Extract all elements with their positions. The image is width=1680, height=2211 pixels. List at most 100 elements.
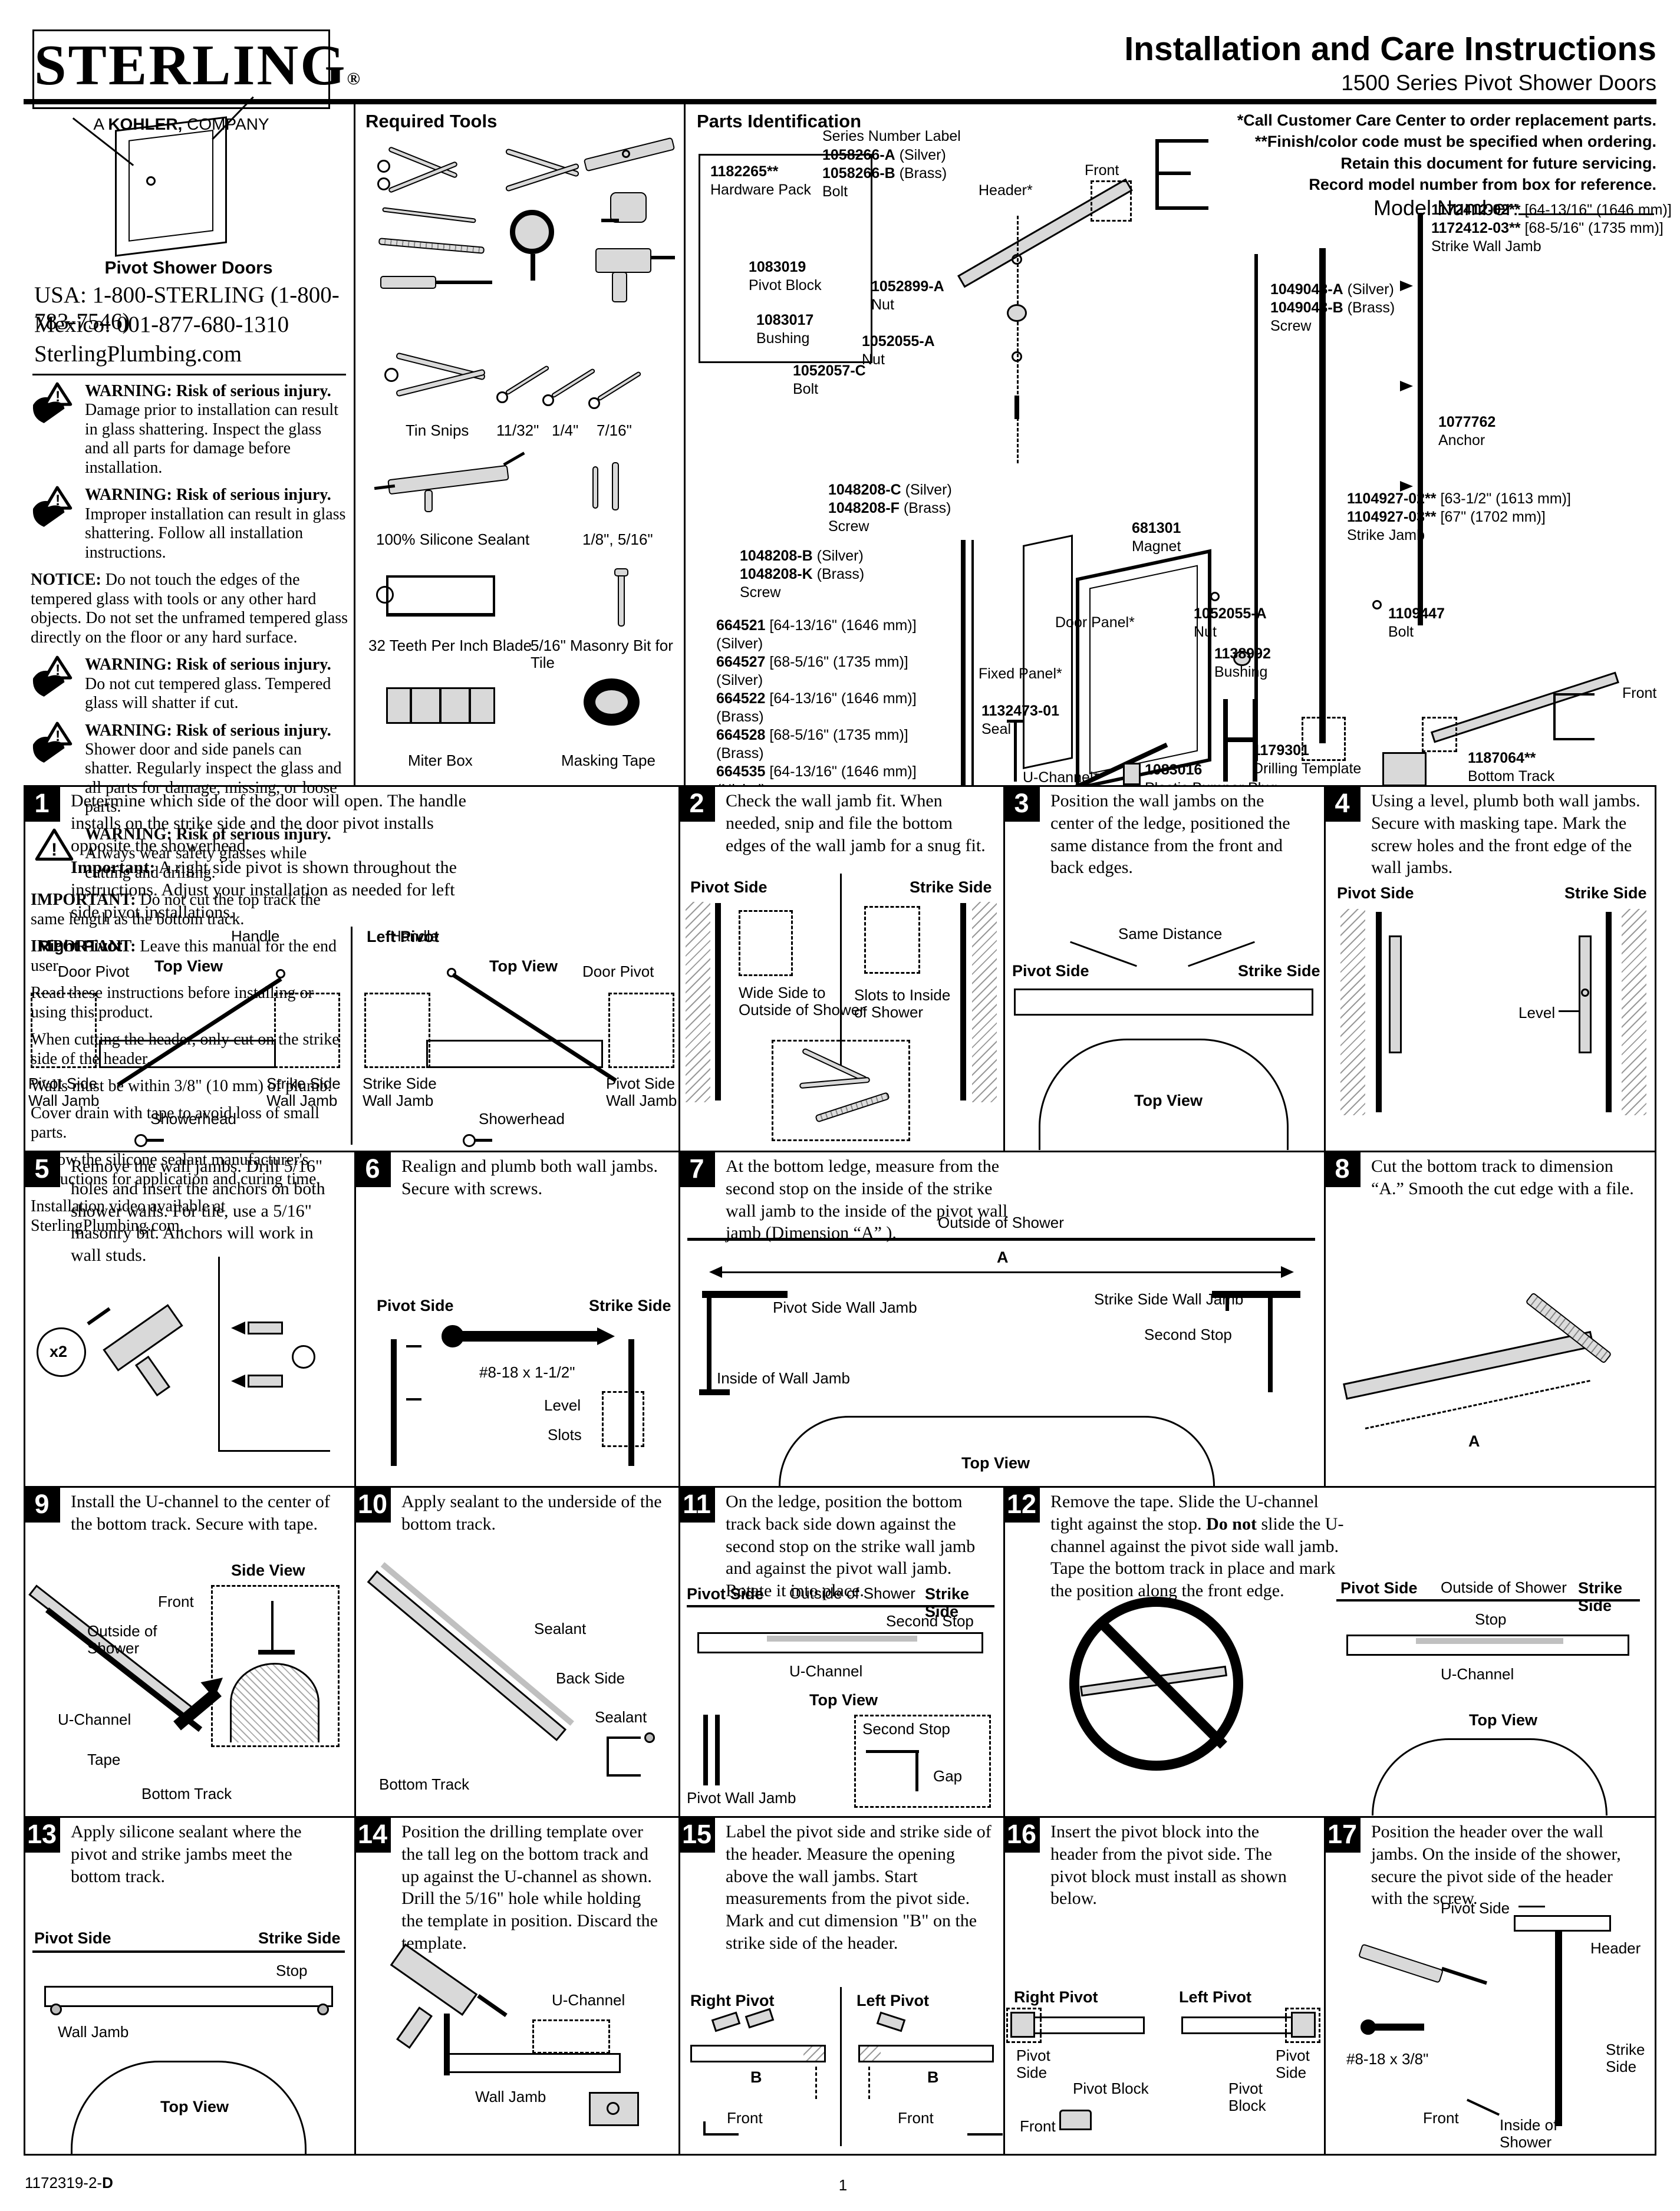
header-profile-art [1155, 139, 1208, 143]
header-profile-art [1155, 206, 1208, 210]
parts-title: Parts Identification [697, 111, 862, 131]
step-15-cell: 15 Label the pivot side and strike side … [678, 1816, 1003, 2156]
fig-label: Stop [1475, 1610, 1507, 1628]
jamb-art [703, 1715, 708, 1785]
jamb-callout [602, 1391, 644, 1447]
jamb-profile-art [702, 1291, 788, 1298]
side-view-callout [211, 1585, 340, 1747]
u-channel-art [1223, 737, 1257, 742]
fig-label: Pivot Side Wall Jamb [606, 1075, 677, 1110]
pencil-icon [382, 207, 476, 223]
fig-label: Front [158, 1593, 194, 1610]
step-text: Label the pivot side and strike side of … [726, 1822, 991, 1953]
second-stop-art [1226, 1298, 1229, 1311]
fig-label: Front [1020, 2117, 1056, 2135]
fig-label: Left Pivot [857, 1992, 930, 2009]
part-label: Header* [979, 182, 1033, 199]
fig-label: Tape [87, 1751, 121, 1768]
fig-label: Bottom Track [141, 1785, 232, 1803]
warning-block: ! WARNING: Risk of serious injury. Alway… [31, 825, 349, 882]
jamb-art [715, 1715, 720, 1785]
fig-label: Pivot Side [1276, 2047, 1310, 2082]
header-art [1514, 1915, 1611, 1932]
fig-label: Header [1590, 1939, 1641, 1957]
sealant-dot-art [50, 2004, 62, 2015]
warnings-list: ! WARNING: Risk of serious injury. Damag… [31, 382, 349, 1244]
tool-label: 7/16" [597, 421, 632, 439]
part-label: U-Channel* [1023, 769, 1099, 785]
step-number: 6 [354, 1151, 391, 1187]
ordering-note: Record model number from box for referen… [1309, 176, 1656, 194]
dimension-line [868, 2067, 870, 2099]
step-3-cell: 3 Position the wall jambs on the center … [1003, 785, 1324, 1151]
screw-art [1374, 2024, 1424, 2031]
grid-line [678, 785, 680, 1151]
step-number: 1 [24, 785, 60, 822]
shower-pan-art [1372, 1738, 1607, 1815]
track-profile-art [258, 1650, 295, 1655]
detail-callout-box [1285, 2008, 1320, 2043]
svg-text:!: ! [51, 839, 57, 859]
showerhead-icon [475, 1139, 492, 1142]
jamb-art [1555, 1932, 1562, 2126]
step-text: Realign and plumb both wall jambs. Secur… [401, 1156, 658, 1198]
step-16-cell: 16 Insert the pivot block into the heade… [1003, 1816, 1324, 2156]
front-corner-art [1059, 2110, 1092, 2130]
pliers-icon [505, 148, 580, 177]
step-text: Determine which side of the door will op… [71, 791, 466, 922]
wall-art [1622, 909, 1646, 1115]
step-7-cell: 7 At the bottom ledge, measure from the … [678, 1151, 1324, 1486]
file-icon [378, 238, 485, 254]
step-17-cell: 17 Position the header over the wall jam… [1324, 1816, 1656, 2156]
fig-label: Pivot Block [1073, 2080, 1149, 2097]
glass-hazard-icon: ! [31, 655, 85, 713]
step-number: 4 [1324, 785, 1361, 822]
scissors-icon [377, 160, 390, 173]
part-label: Door Panel* [1055, 614, 1135, 631]
bottom-track-profile-art [1553, 693, 1595, 740]
clamp-art [745, 2008, 775, 2029]
drill-bit-icon [87, 1307, 111, 1326]
screw-art [462, 1331, 597, 1342]
dimension-arrow [1281, 1266, 1294, 1278]
glass-hazard-icon: ! [31, 721, 85, 817]
footer-doc-number: 1172319-2-D [25, 2174, 113, 2192]
fig-label: Second Stop [1144, 1326, 1232, 1343]
note-text: Follow the silicone sealant manufacturer… [31, 1151, 321, 1188]
fig-label: Door Pivot [582, 963, 654, 980]
warning-block: ! WARNING: Risk of serious injury. Showe… [31, 721, 349, 817]
wall-art [686, 902, 710, 1102]
jamb-art [1606, 912, 1612, 1112]
sealant-dot-art [644, 1732, 655, 1743]
fig-label: Pivot Side [1337, 884, 1414, 902]
tin-snips-icon [395, 368, 486, 397]
bottom-track-art [697, 1632, 983, 1653]
header-profile-art [1155, 172, 1191, 175]
step-text: Check the wall jamb fit. When needed, sn… [726, 791, 986, 855]
part-label: 1058266-A (Silver) 1058266-B (Brass) Bol… [822, 147, 947, 200]
fig-label: Pivot Block [1228, 2080, 1266, 2115]
step-text: Apply sealant to the underside of the bo… [401, 1492, 662, 1534]
level-art [1389, 935, 1402, 1053]
step-10-cell: 10 Apply sealant to the underside of the… [354, 1486, 678, 1816]
registered-mark: ® [347, 69, 362, 88]
leader-line [1518, 1906, 1545, 1907]
step-text: Install the U-channel to the center of t… [71, 1492, 330, 1534]
header-art [858, 2045, 994, 2062]
figure-frame [687, 1605, 994, 1607]
part-label: 1182265** Hardware Pack [710, 163, 811, 198]
bottom-track-art [1343, 1330, 1595, 1400]
warning-text: WARNING: Risk of serious injury. Imprope… [85, 486, 346, 562]
masonry-bit-icon [614, 568, 628, 576]
fig-label: Sealant [595, 1708, 647, 1726]
clamp-icon [531, 254, 535, 281]
model-number-blank [1518, 213, 1655, 215]
fig-label: Top View [160, 2098, 229, 2116]
grid-line [1003, 785, 1005, 1151]
tool-label: 5/16" Masonry Bit for Tile [531, 637, 673, 672]
template-hole-art [607, 2102, 620, 2115]
pliers-icon [505, 163, 580, 192]
